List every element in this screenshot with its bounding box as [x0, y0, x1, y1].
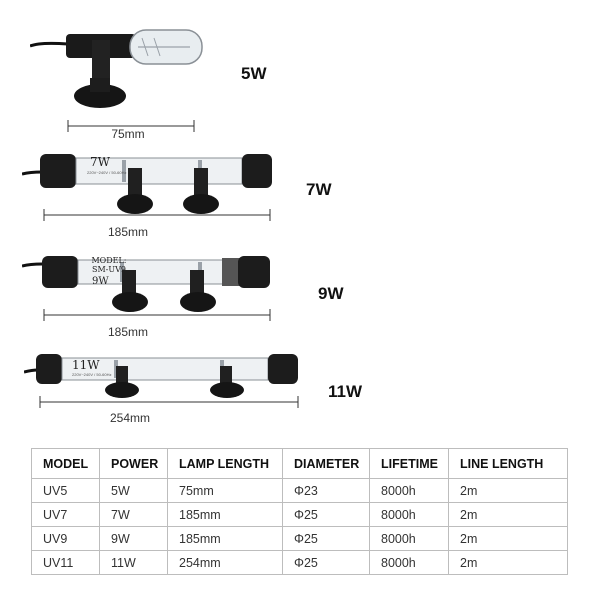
cell-line-length: 2m — [448, 550, 568, 575]
cell-model: UV5 — [31, 478, 100, 503]
cell-power: 9W — [99, 526, 168, 551]
cell-lifetime: 8000h — [369, 502, 449, 527]
cell-diameter: Φ25 — [282, 550, 370, 575]
cell-line-length: 2m — [448, 526, 568, 551]
lamp-11w-illustration — [24, 354, 299, 408]
table-row: UV5 5W 75mm Φ23 8000h 2m — [31, 478, 568, 503]
spec-table: MODEL POWER LAMP LENGTH DIAMETER LIFETIM… — [31, 448, 568, 575]
lamp-7w-length: 185mm — [107, 225, 148, 239]
lamp-5w-length: 75mm — [111, 127, 145, 141]
cell-diameter: Φ25 — [282, 502, 370, 527]
lamp-5w-power: 5W — [241, 64, 267, 83]
header-diameter: DIAMETER — [282, 448, 370, 479]
lamp-5w-illustration — [30, 29, 203, 132]
header-lifetime: LIFETIME — [369, 448, 449, 479]
tube-print-9w-model: MODEL: — [91, 256, 127, 265]
cell-model: UV7 — [31, 502, 100, 527]
tube-print-9w-name: SM-UV9 — [92, 265, 126, 274]
tube-print-11w-small: 220V~240V / 50-60Hz — [72, 372, 112, 377]
lamp-7w-power: 7W — [306, 180, 332, 199]
tube-print-7w: 7W — [90, 155, 110, 169]
table-row: UV9 9W 185mm Φ25 8000h 2m — [31, 526, 568, 551]
cell-diameter: Φ23 — [282, 478, 370, 503]
header-line-length: LINE LENGTH — [448, 448, 568, 479]
tube-print-9w: 9W — [92, 276, 109, 287]
cell-diameter: Φ25 — [282, 526, 370, 551]
cell-line-length: 2m — [448, 478, 568, 503]
lamp-11w-power: 11W — [328, 382, 363, 401]
cell-model: UV11 — [31, 550, 100, 575]
header-lamp-length: LAMP LENGTH — [167, 448, 283, 479]
cell-lifetime: 8000h — [369, 550, 449, 575]
lamp-9w-power: 9W — [318, 284, 344, 303]
cell-lamp-length: 185mm — [167, 502, 283, 527]
cell-lamp-length: 185mm — [167, 526, 283, 551]
cell-lifetime: 8000h — [369, 478, 449, 503]
cell-lamp-length: 75mm — [167, 478, 283, 503]
table-row: UV7 7W 185mm Φ25 8000h 2m — [31, 502, 568, 527]
cell-lamp-length: 254mm — [167, 550, 283, 575]
header-power: POWER — [99, 448, 168, 479]
cell-power: 5W — [99, 478, 168, 503]
tube-print-7w-small: 220V~240V / 50-60Hz — [87, 170, 127, 175]
lamp-11w-length: 254mm — [109, 411, 150, 425]
cell-power: 7W — [99, 502, 168, 527]
cell-model: UV9 — [31, 526, 100, 551]
lamp-9w-illustration — [22, 256, 271, 321]
lamp-7w-illustration — [22, 154, 272, 221]
spec-table-header-row: MODEL POWER LAMP LENGTH DIAMETER LIFETIM… — [31, 448, 568, 479]
cell-line-length: 2m — [448, 502, 568, 527]
cell-power: 11W — [99, 550, 168, 575]
header-model: MODEL — [31, 448, 100, 479]
cell-lifetime: 8000h — [369, 526, 449, 551]
lamp-9w-length: 185mm — [107, 325, 148, 339]
table-row: UV11 11W 254mm Φ25 8000h 2m — [31, 550, 568, 575]
tube-print-11w: 11W — [72, 358, 100, 372]
